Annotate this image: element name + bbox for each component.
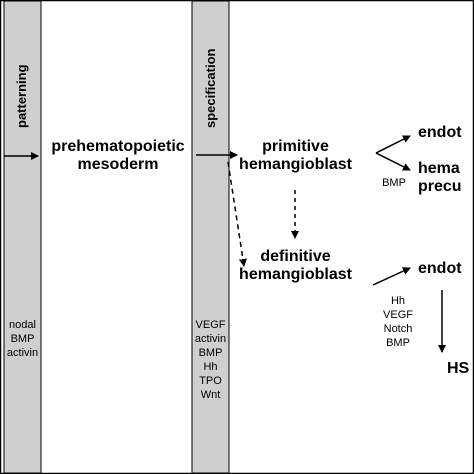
definitive-branch-factors: Hh VEGF Notch BMP	[376, 294, 420, 350]
factor-item: nodal	[9, 319, 36, 331]
factor-item: Wnt	[200, 389, 221, 401]
endot-bottom-node: endot	[418, 260, 462, 277]
primitive-hemangioblast-node: primitive hemangioblast	[238, 138, 353, 174]
arrow-to-hema	[375, 152, 411, 171]
patterning-factors: nodal BMP activin	[4, 318, 41, 360]
node-line: hemangioblast	[239, 156, 352, 173]
patterning-band	[3, 0, 42, 474]
factor-item: TPO	[199, 375, 222, 387]
factor-item: BMP	[382, 177, 406, 189]
specification-band	[191, 0, 230, 474]
node-line: hema	[418, 160, 460, 177]
factor-item: activin	[6, 347, 39, 359]
specification-factors: VEGF activin BMP Hh TPO Wnt	[192, 318, 229, 402]
node-line: mesoderm	[77, 156, 159, 173]
arrow-to-endot-bottom	[372, 267, 411, 286]
factor-item: Hh	[390, 295, 406, 307]
primitive-branch-factors: BMP	[376, 176, 412, 190]
hs-node: HS	[447, 360, 470, 377]
factor-item: BMP	[10, 333, 35, 345]
node-line: precu	[418, 178, 462, 195]
endot-top-node: endot	[418, 124, 462, 141]
arrow-to-endot-top	[375, 135, 411, 154]
node-line: primitive	[262, 138, 329, 155]
prehematopoietic-mesoderm-node: prehematopoietic mesoderm	[48, 138, 188, 174]
factor-item: BMP	[198, 347, 223, 359]
factor-item: VEGF	[195, 319, 226, 331]
specification-label: specification	[203, 48, 218, 128]
node-line: hemangioblast	[239, 266, 352, 283]
hema-precursor-node: hema precu	[418, 160, 462, 196]
definitive-hemangioblast-node: definitive hemangioblast	[238, 248, 353, 284]
node-line: prehematopoietic	[51, 138, 185, 155]
factor-item: VEGF	[383, 309, 413, 321]
factor-item: activin	[194, 333, 227, 345]
factor-item: BMP	[386, 337, 410, 349]
factor-item: Hh	[203, 361, 218, 373]
node-line: definitive	[260, 248, 331, 265]
factor-item: Notch	[383, 323, 413, 335]
patterning-label: patterning	[14, 64, 29, 128]
